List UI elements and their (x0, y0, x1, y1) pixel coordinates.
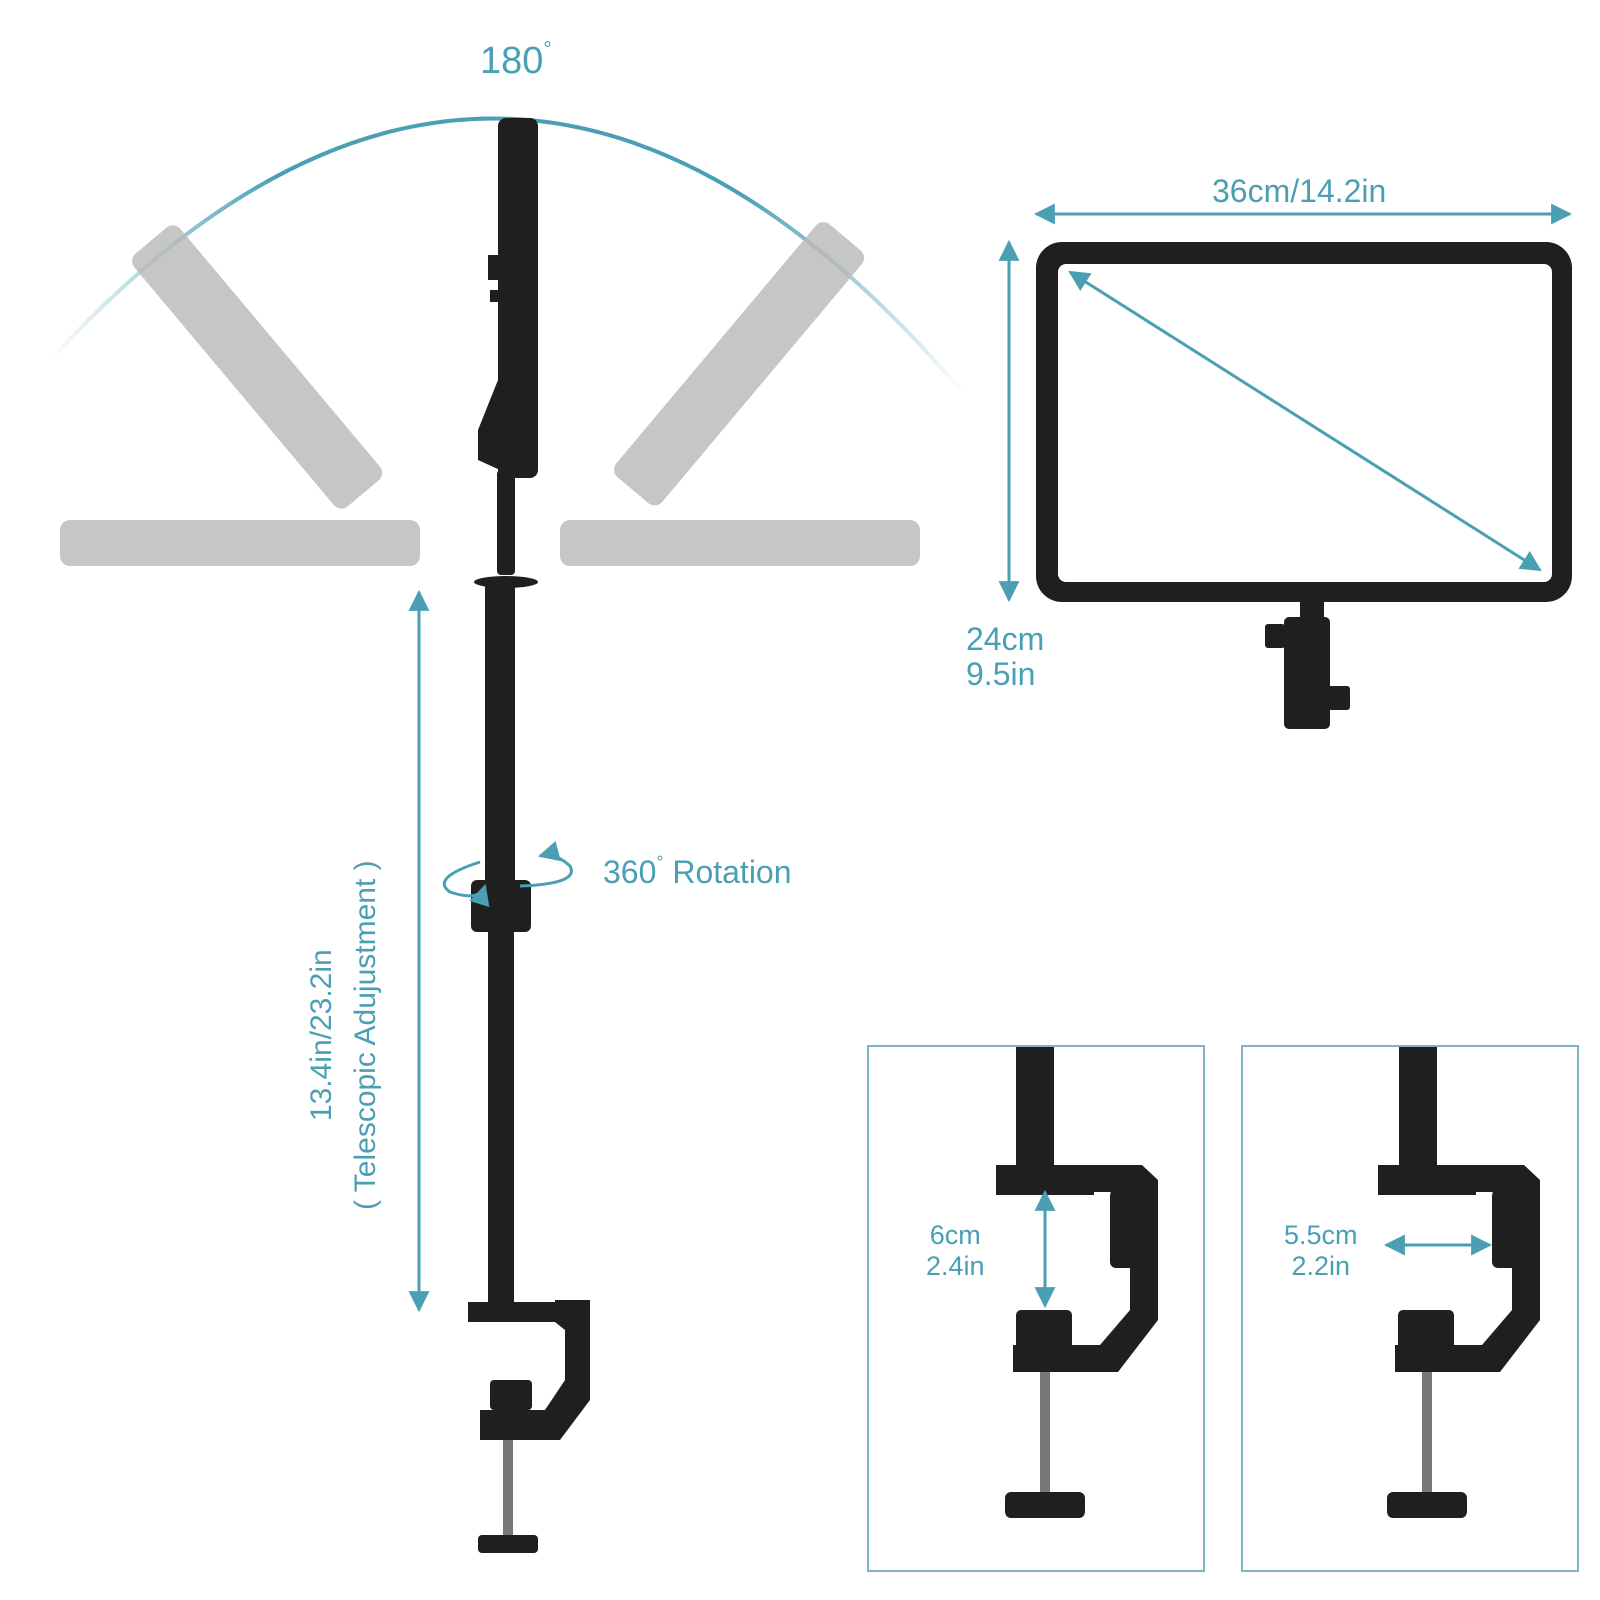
rotation-angle-value: 180 (480, 40, 544, 82)
arm-length-value: 13.4in/23.2in (305, 949, 338, 1122)
rotation-angle-label: 180° (480, 39, 552, 82)
light-panel-front (1036, 242, 1572, 729)
clamp-detail-2 (1378, 1047, 1540, 1518)
rotation-arrows-icon (442, 840, 573, 908)
degree-mark: ° (543, 37, 552, 61)
rotation-360-label: 360° Rotation (603, 853, 792, 890)
clamp-detail-1 (996, 1047, 1158, 1518)
panel-height-label: 24cm 9.5in (966, 621, 1045, 693)
clamp-opening-label: 6cm 2.4in (926, 1220, 985, 1282)
rotation-360-text: Rotation (672, 854, 792, 890)
panel-width-label: 36cm/14.2in (1212, 173, 1387, 209)
panel-height-cm: 24cm (966, 621, 1045, 657)
clamp-opening-in: 2.4in (926, 1251, 985, 1282)
clamp-depth-label: 5.5cm 2.2in (1284, 1220, 1358, 1282)
panel-height-in: 9.5in (966, 656, 1036, 693)
ghost-panels (60, 222, 920, 566)
main-clamp (468, 1300, 590, 1553)
panel-diagonal-dimension (1068, 270, 1542, 572)
rotation-degree-mark: ° (656, 852, 664, 873)
telescopic-arm (471, 470, 538, 1302)
arm-length-label: 13.4in/23.2in ( Telescopic Adujustment ) (300, 860, 387, 1210)
clamp-depth-in: 2.2in (1291, 1251, 1351, 1282)
light-panel-upright (478, 118, 538, 478)
clamp-inset-depth (1241, 1045, 1579, 1572)
clamp-depth-cm: 5.5cm (1284, 1220, 1358, 1250)
rotation-360-value: 360 (603, 854, 657, 890)
clamp-opening-cm: 6cm (929, 1220, 981, 1250)
clamp-inset-opening (867, 1045, 1205, 1572)
arm-length-note: ( Telescopic Adujustment ) (348, 860, 382, 1210)
